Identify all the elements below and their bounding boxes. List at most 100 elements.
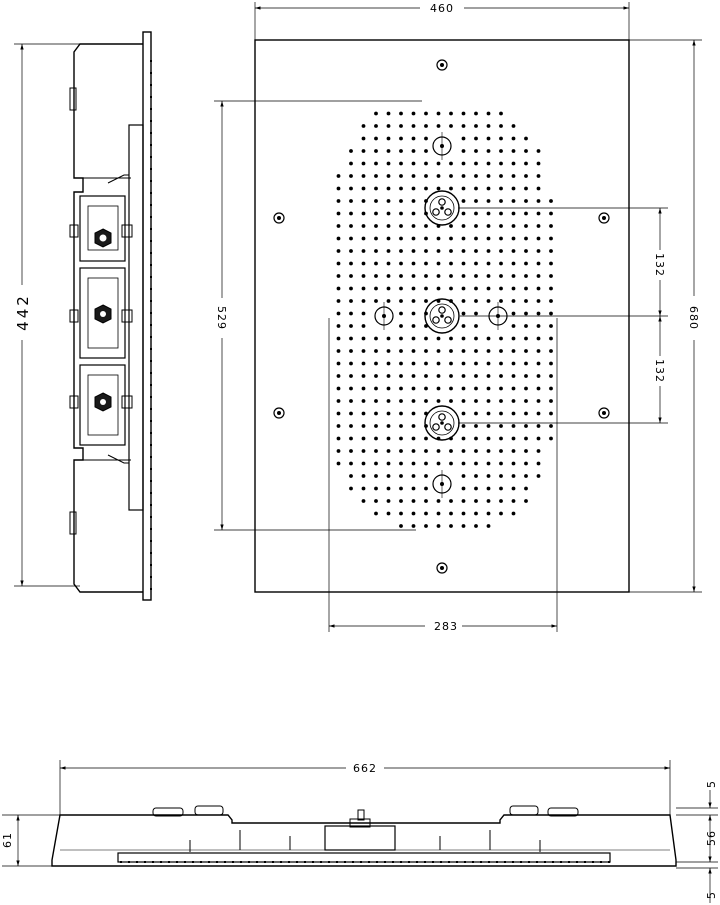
spray-nozzle	[486, 174, 491, 178]
spray-nozzle	[411, 461, 416, 466]
spray-nozzle	[374, 361, 378, 366]
spray-nozzle	[336, 211, 341, 216]
mounting-point	[436, 562, 448, 574]
spray-nozzle	[449, 274, 453, 278]
spray-nozzle	[474, 349, 478, 353]
spray-nozzle	[361, 174, 366, 178]
spray-nozzle	[461, 174, 466, 178]
spray-nozzle	[424, 261, 428, 266]
spray-nozzle	[386, 436, 391, 441]
spray-nozzle	[361, 149, 366, 153]
spray-nozzle	[361, 224, 366, 228]
spray-nozzle	[424, 511, 428, 516]
spray-nozzle	[424, 386, 428, 391]
spray-nozzle	[461, 161, 466, 166]
spray-nozzle	[486, 349, 491, 353]
spray-nozzle	[536, 149, 541, 153]
spray-nozzle	[461, 386, 466, 391]
spray-nozzle	[499, 424, 503, 428]
spray-nozzle	[524, 224, 528, 228]
spray-nozzle	[424, 174, 428, 178]
spray-nozzle	[474, 299, 478, 303]
dim-front-width-label: 460	[430, 2, 454, 15]
spray-nozzle	[411, 274, 416, 278]
spray-nozzle	[349, 186, 353, 191]
dim-bottom-top-label: 5	[705, 780, 718, 788]
spray-nozzle	[386, 349, 391, 353]
spray-nozzle	[524, 386, 528, 391]
spray-nozzle	[549, 199, 553, 203]
spray-nozzle	[474, 461, 478, 466]
spray-nozzle	[411, 474, 416, 478]
spray-nozzle	[474, 524, 478, 528]
spray-nozzle	[549, 261, 553, 266]
spray-nozzle	[511, 399, 516, 403]
spray-nozzle	[336, 199, 341, 203]
spray-nozzle	[424, 374, 428, 378]
spray-nozzle	[411, 136, 416, 141]
spray-nozzle	[536, 374, 541, 378]
spray-nozzle	[511, 199, 516, 203]
spray-nozzle	[474, 436, 478, 441]
dim-jet-spacing-lower-label: 132	[653, 359, 666, 383]
spray-nozzle	[374, 399, 378, 403]
spray-nozzle	[524, 299, 528, 303]
spray-nozzle	[411, 374, 416, 378]
spray-nozzle	[411, 111, 416, 116]
side-view: 442	[14, 31, 152, 601]
spray-nozzle	[461, 461, 466, 466]
spray-nozzle	[399, 386, 403, 391]
spray-nozzle	[474, 399, 478, 403]
spray-nozzle	[399, 524, 403, 528]
spray-nozzle	[474, 311, 478, 316]
spray-nozzle	[499, 436, 503, 441]
spray-nozzle	[499, 411, 503, 416]
mounting-point-center	[277, 411, 281, 415]
spray-nozzle	[386, 474, 391, 478]
spray-nozzle	[386, 249, 391, 253]
spray-nozzle	[474, 324, 478, 328]
spray-nozzle	[461, 349, 466, 353]
spray-nozzle	[374, 299, 378, 303]
spray-nozzle	[499, 511, 503, 516]
connection-nut-middle	[94, 304, 112, 324]
spray-nozzle	[374, 161, 378, 166]
spray-nozzle	[449, 111, 453, 116]
spray-nozzle	[386, 174, 391, 178]
spray-nozzle	[411, 261, 416, 266]
spray-nozzle	[399, 324, 403, 328]
spray-nozzle	[511, 261, 516, 266]
spray-nozzle	[486, 424, 491, 428]
spray-nozzle	[474, 274, 478, 278]
spray-nozzle	[474, 411, 478, 416]
spray-nozzle	[374, 486, 378, 491]
dim-side-height: 442	[14, 43, 80, 587]
mounting-point-center	[277, 216, 281, 220]
spray-nozzle	[424, 349, 428, 353]
spray-nozzle	[449, 186, 453, 191]
spray-nozzle	[336, 249, 341, 253]
spray-nozzle	[399, 261, 403, 266]
spray-nozzle	[511, 511, 516, 516]
spray-nozzle	[499, 236, 503, 241]
spray-nozzle	[399, 136, 403, 141]
spray-nozzle	[336, 174, 341, 178]
spray-nozzle	[361, 461, 366, 466]
spray-nozzle	[399, 199, 403, 203]
spray-nozzle	[361, 311, 366, 316]
spray-nozzle	[449, 386, 453, 391]
spray-nozzle	[449, 524, 453, 528]
spray-nozzle	[499, 211, 503, 216]
spray-nozzle	[536, 299, 541, 303]
spray-nozzle	[349, 211, 353, 216]
spray-nozzle	[474, 361, 478, 366]
spray-nozzle	[461, 524, 466, 528]
spray-nozzle	[486, 299, 491, 303]
spray-nozzle	[524, 349, 528, 353]
spray-nozzle	[336, 286, 341, 291]
spray-nozzle	[399, 361, 403, 366]
spray-nozzle	[374, 511, 378, 516]
spray-nozzle	[436, 236, 441, 241]
spray-nozzle	[461, 149, 466, 153]
spray-nozzle	[511, 449, 516, 453]
